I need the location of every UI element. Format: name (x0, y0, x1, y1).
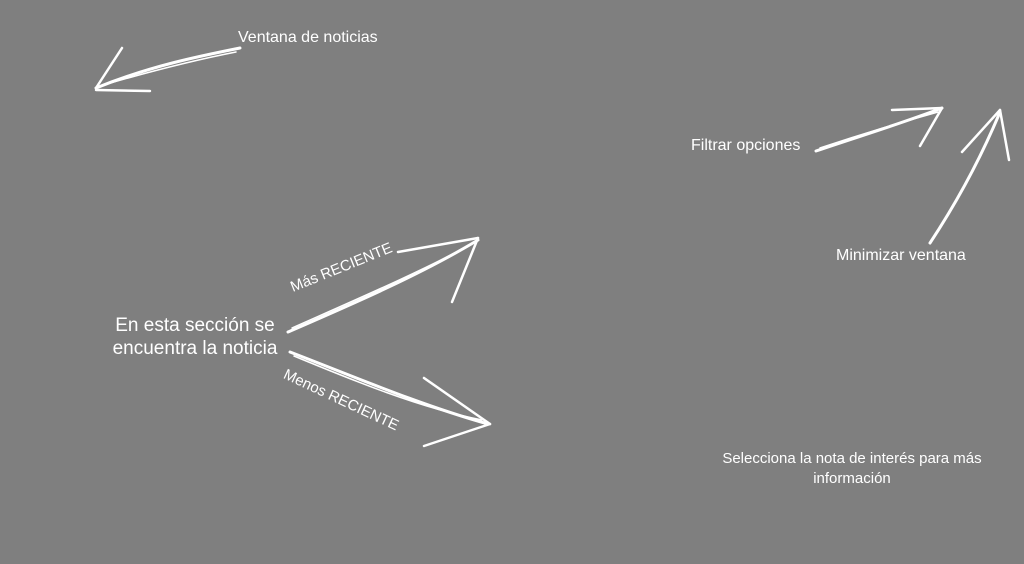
arrow-least-recent-icon (288, 350, 492, 448)
section-note-label: En esta sección se encuentra la noticia (112, 315, 278, 359)
arrow-filter-options-icon (814, 106, 944, 153)
news-window-label: Ventana de noticias (238, 29, 378, 46)
minimize-window-label: Minimizar ventana (836, 247, 966, 264)
filter-options-label: Filtrar opciones (691, 137, 801, 154)
arrow-news-window-icon (94, 46, 242, 93)
arrow-most-recent-icon (286, 236, 480, 334)
arrow-minimize-icon (928, 108, 1011, 245)
select-note-label: Selecciona la nota de interés para más i… (722, 450, 982, 488)
